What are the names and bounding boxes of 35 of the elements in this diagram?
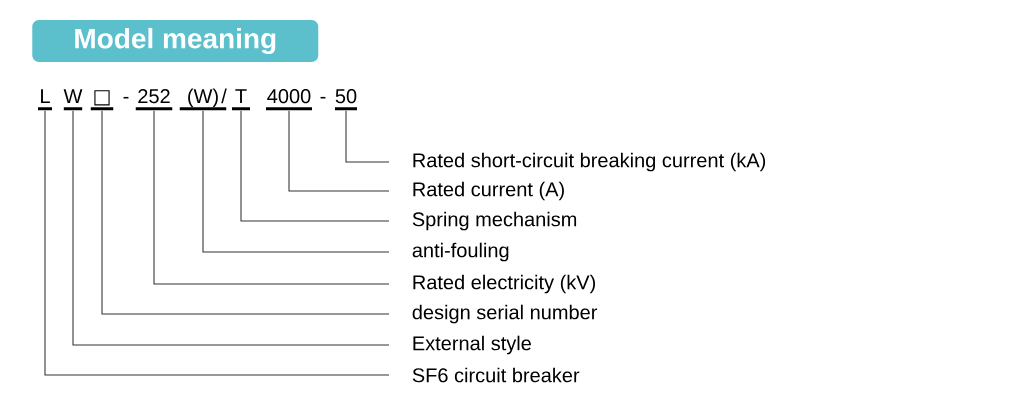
code-segment: 50 bbox=[334, 89, 358, 111]
description-text: Spring mechanism bbox=[412, 211, 577, 231]
description-text: Rated electricity (kV) bbox=[413, 274, 596, 294]
node-label: L bbox=[41, 89, 50, 103]
leader-line bbox=[44, 110, 390, 376]
leader-line bbox=[345, 110, 390, 163]
description-text: design serial number bbox=[412, 304, 598, 324]
leader-line bbox=[240, 110, 390, 222]
node-label: T bbox=[235, 89, 247, 103]
node-label: (W) bbox=[188, 88, 218, 108]
code-segment: 4000 bbox=[266, 89, 312, 111]
code-segment: T bbox=[232, 89, 250, 111]
description-text: External style bbox=[413, 335, 531, 355]
leader-line bbox=[72, 110, 390, 346]
node-label: 252 bbox=[138, 89, 170, 104]
description-text: Rated current (A) bbox=[413, 181, 564, 201]
separator-text: - bbox=[320, 96, 326, 99]
node-label: W bbox=[63, 89, 83, 103]
leader-line bbox=[153, 110, 390, 285]
description-text: SF6 circuit breaker bbox=[412, 367, 580, 383]
leader-line bbox=[101, 110, 390, 315]
node-label: 4000 bbox=[267, 89, 311, 104]
node-label: □ bbox=[94, 90, 110, 106]
separator-text: - bbox=[123, 96, 129, 99]
code-segment: L bbox=[38, 89, 52, 111]
code-segment: W bbox=[63, 89, 83, 111]
leader-line bbox=[202, 110, 390, 253]
description-text: anti-fouling bbox=[412, 242, 509, 262]
description-text: Rated short-circuit breaking current (kA) bbox=[413, 152, 766, 172]
separator-text: / bbox=[221, 88, 227, 104]
leader-line bbox=[288, 110, 390, 192]
code-segment: 252 bbox=[135, 89, 173, 111]
title-banner: Model meaning bbox=[32, 20, 319, 62]
code-segment: □ bbox=[90, 90, 114, 111]
node-label: 50 bbox=[335, 89, 357, 104]
